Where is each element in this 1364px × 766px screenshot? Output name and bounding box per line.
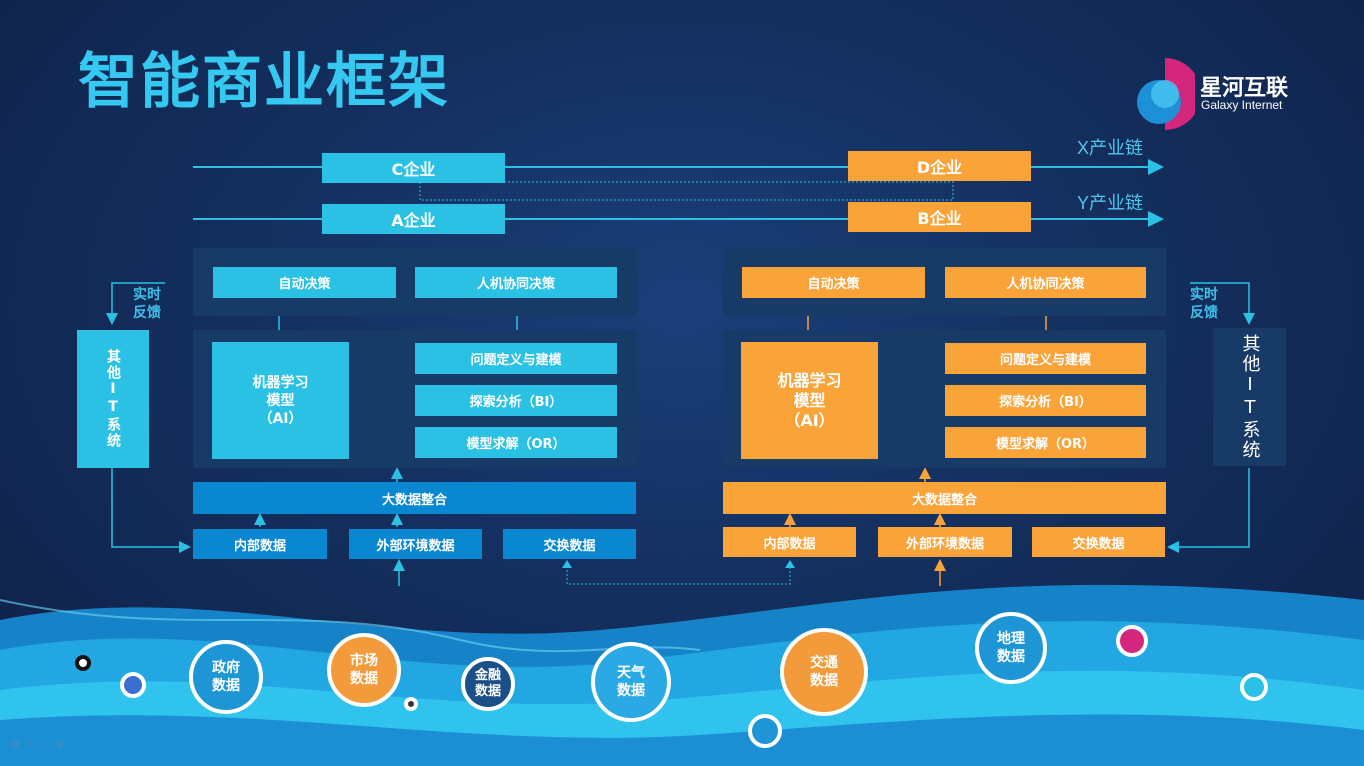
left-exchange-data: 交换数据: [503, 529, 636, 559]
decor-dot: [120, 672, 146, 698]
decor-dot: [1116, 625, 1148, 657]
circle-geo-data: 地理 数据: [975, 612, 1047, 684]
right-exchange-data: 交换数据: [1032, 527, 1165, 557]
left-problem-definition: 问题定义与建模: [415, 343, 617, 374]
page-title: 智能商业框架: [78, 47, 450, 117]
right-explore-analysis: 探索分析（BI）: [945, 385, 1146, 416]
left-ml-model: 机器学习 模型 （AI）: [212, 342, 349, 459]
circle-gov-data: 政府 数据: [189, 640, 263, 714]
left-external-data: 外部环境数据: [349, 529, 482, 559]
logo-subtitle: Galaxy Internet: [1201, 98, 1283, 112]
right-external-data: 外部环境数据: [878, 527, 1012, 557]
right-internal-data: 内部数据: [723, 527, 856, 557]
circle-market-data: 市场 数据: [327, 633, 401, 707]
y-chain-label: Y产业链: [1077, 193, 1144, 213]
left-human-machine-decision: 人机协同决策: [415, 267, 617, 298]
circle-weather-data: 天气 数据: [591, 642, 671, 722]
left-other-it-systems: 其他IT系统: [77, 330, 149, 468]
logo-name: 星河互联: [1200, 76, 1289, 101]
decor-dot: [75, 655, 91, 671]
company-a: A企业: [322, 204, 505, 234]
left-model-solve: 模型求解（OR）: [415, 427, 617, 458]
left-realtime-feedback: 实时 反馈: [133, 287, 161, 321]
right-bigdata-integration: 大数据整合: [723, 482, 1166, 514]
left-auto-decision: 自动决策: [213, 267, 396, 298]
x-chain-label: X产业链: [1077, 138, 1144, 158]
company-b: B企业: [848, 202, 1031, 232]
circle-finance-data: 金融 数据: [461, 657, 515, 711]
decor-dot: [1240, 673, 1268, 701]
right-human-machine-decision: 人机协同决策: [945, 267, 1146, 298]
right-problem-definition: 问题定义与建模: [945, 343, 1146, 374]
circle-traffic-data: 交通 数据: [780, 628, 868, 716]
decor-dot: [404, 697, 418, 711]
right-model-solve: 模型求解（OR）: [945, 427, 1146, 458]
right-other-it-systems: 其他IT系统: [1213, 328, 1286, 466]
right-ml-model: 机器学习 模型 （AI）: [741, 342, 878, 459]
right-realtime-feedback: 实时 反馈: [1190, 287, 1218, 321]
decor-dot: [748, 714, 782, 748]
nav-icons[interactable]: ◀ ✎ ▭ ▶: [8, 736, 68, 752]
left-bigdata-integration: 大数据整合: [193, 482, 636, 514]
company-d: D企业: [848, 151, 1031, 181]
left-internal-data: 内部数据: [193, 529, 327, 559]
galaxy-logo-icon: [1137, 58, 1195, 130]
company-c: C企业: [322, 153, 505, 183]
left-explore-analysis: 探索分析（BI）: [415, 385, 617, 416]
right-auto-decision: 自动决策: [742, 267, 925, 298]
